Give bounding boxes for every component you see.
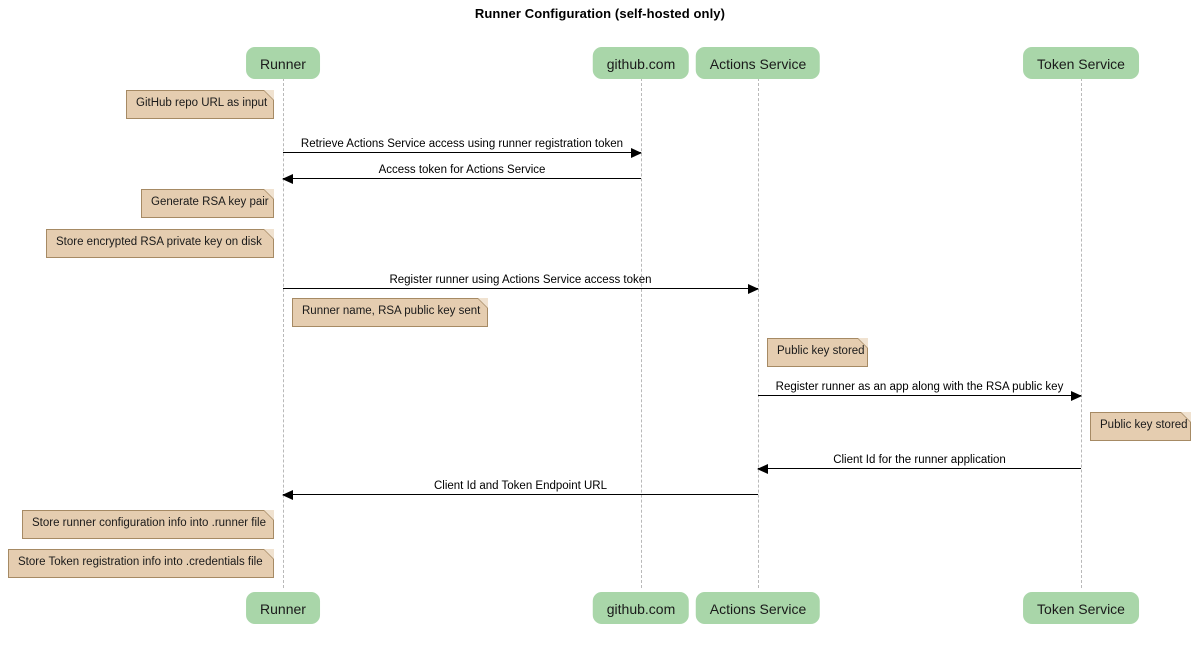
participant-token-service-top[interactable]: Token Service xyxy=(1023,47,1139,79)
message-client-id-for-the-runner-application: Client Id for the runner application xyxy=(757,454,1081,474)
note-text: Public key stored xyxy=(777,345,865,357)
lifeline-token-service xyxy=(1081,78,1082,588)
participant-github-com-top[interactable]: github.com xyxy=(592,47,690,79)
note-text: Store runner configuration info into .ru… xyxy=(32,517,266,529)
participant-label: Actions Service xyxy=(709,601,807,617)
note-generate-rsa-key-pair: Generate RSA key pair xyxy=(141,189,274,218)
note-store-token-registration-info-into-credentials-f: Store Token registration info into .cred… xyxy=(8,549,274,578)
message-client-id-and-token-endpoint-url: Client Id and Token Endpoint URL xyxy=(282,480,758,500)
participant-token-service-bottom[interactable]: Token Service xyxy=(1023,592,1139,624)
note-text: Public key stored xyxy=(1100,419,1188,431)
lifeline-github-com xyxy=(641,78,642,588)
arrowhead-left-icon xyxy=(757,464,768,474)
note-public-key-stored: Public key stored xyxy=(1090,412,1191,441)
participant-actions-service-top[interactable]: Actions Service xyxy=(695,47,821,79)
message-register-runner-using-actions-service-access-tok: Register runner using Actions Service ac… xyxy=(283,274,759,294)
participant-label: Runner xyxy=(260,601,306,617)
note-github-repo-url-as-input: GitHub repo URL as input xyxy=(126,90,274,119)
note-text: Generate RSA key pair xyxy=(151,196,269,208)
participant-label: Actions Service xyxy=(709,56,807,72)
message-label: Retrieve Actions Service access using ru… xyxy=(300,137,624,150)
note-runner-name-rsa-public-key-sent: Runner name, RSA public key sent xyxy=(292,298,488,327)
lifeline-runner xyxy=(283,78,284,588)
participant-github-com-bottom[interactable]: github.com xyxy=(592,592,690,624)
participant-label: github.com xyxy=(606,56,676,72)
message-label: Register runner using Actions Service ac… xyxy=(389,273,652,286)
note-text: Store Token registration info into .cred… xyxy=(18,556,263,568)
note-store-encrypted-rsa-private-key-on-disk: Store encrypted RSA private key on disk xyxy=(46,229,274,258)
arrowhead-right-icon xyxy=(1071,391,1082,401)
message-label: Register runner as an app along with the… xyxy=(775,380,1064,393)
arrowhead-left-icon xyxy=(282,490,293,500)
arrowhead-right-icon xyxy=(631,148,642,158)
participant-label: github.com xyxy=(606,601,676,617)
note-text: GitHub repo URL as input xyxy=(136,97,268,109)
note-store-runner-configuration-info-into-runner-file: Store runner configuration info into .ru… xyxy=(22,510,274,539)
participant-label: Token Service xyxy=(1037,601,1125,617)
note-text: Store encrypted RSA private key on disk xyxy=(56,236,262,248)
participant-actions-service-bottom[interactable]: Actions Service xyxy=(695,592,821,624)
participant-runner-top[interactable]: Runner xyxy=(246,47,320,79)
note-public-key-stored: Public key stored xyxy=(767,338,868,367)
message-label: Access token for Actions Service xyxy=(378,163,546,176)
message-label: Client Id and Token Endpoint URL xyxy=(433,479,608,492)
lifeline-actions-service xyxy=(758,78,759,588)
message-label: Client Id for the runner application xyxy=(833,453,1006,466)
arrowhead-right-icon xyxy=(748,284,759,294)
participant-runner-bottom[interactable]: Runner xyxy=(246,592,320,624)
participant-label: Token Service xyxy=(1037,56,1125,72)
note-text: Runner name, RSA public key sent xyxy=(302,305,481,317)
arrowhead-left-icon xyxy=(282,174,293,184)
message-register-runner-as-an-app-along-with-the-rsa-pub: Register runner as an app along with the… xyxy=(758,381,1082,401)
participant-label: Runner xyxy=(260,56,306,72)
message-retrieve-actions-service-access-using-runner-reg: Retrieve Actions Service access using ru… xyxy=(283,138,642,158)
diagram-title: Runner Configuration (self-hosted only) xyxy=(474,6,726,21)
message-access-token-for-actions-service: Access token for Actions Service xyxy=(282,164,641,184)
